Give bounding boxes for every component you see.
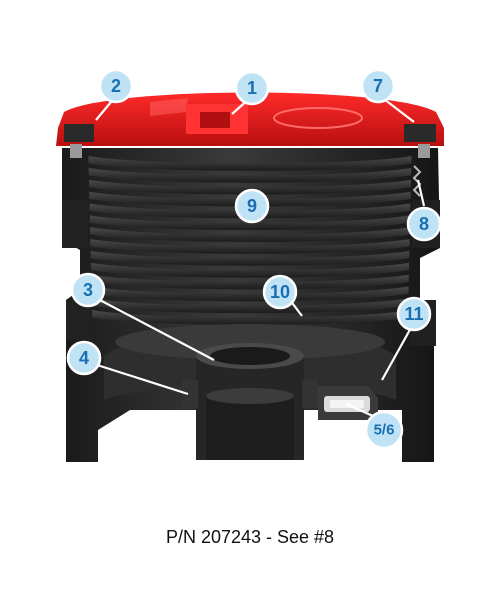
wall-rib [90,250,410,266]
callout-2-label: 2 [111,76,121,96]
callout-8-label: 8 [419,214,429,234]
red-lid [56,92,444,158]
part-number-caption: P/N 207243 - See #8 [165,527,335,547]
wall-rib [91,298,409,314]
callout-5-6-label: 5/6 [374,422,395,439]
callout-9-label: 9 [247,196,257,216]
wall-rib [89,203,411,219]
wall-rib [88,179,412,195]
latch-spring [412,165,422,197]
wall-rib [92,310,408,325]
callout-4-label: 4 [79,348,89,368]
callout-9: 9 [234,188,270,224]
callout-11: 11 [396,296,432,332]
wall-rib [88,167,412,183]
callout-5-6: 5/6 [364,410,404,450]
callout-7-label: 7 [373,76,383,96]
wall-rib [90,262,410,278]
callout-10-label: 10 [270,282,290,302]
callout-3-label: 3 [83,280,93,300]
wall-rib [90,239,410,254]
wall-rib [89,215,411,231]
pipe-hub [182,343,318,460]
callout-4: 4 [66,340,102,376]
callout-2: 2 [98,68,134,104]
callout-11-label: 11 [404,304,423,324]
wall-rib [88,156,412,171]
wall-rib [91,274,409,290]
wall-rib [89,191,411,207]
callout-8: 8 [406,206,442,242]
callout-1-label: 1 [247,78,257,98]
wall-rib [91,286,409,302]
callout-1: 1 [234,70,270,106]
callout-3: 3 [70,272,106,308]
ribbed-wall [88,156,412,325]
callout-10: 10 [262,274,298,310]
callout-7: 7 [360,68,396,104]
leader-lines [93,95,426,422]
wall-rib [90,227,410,242]
